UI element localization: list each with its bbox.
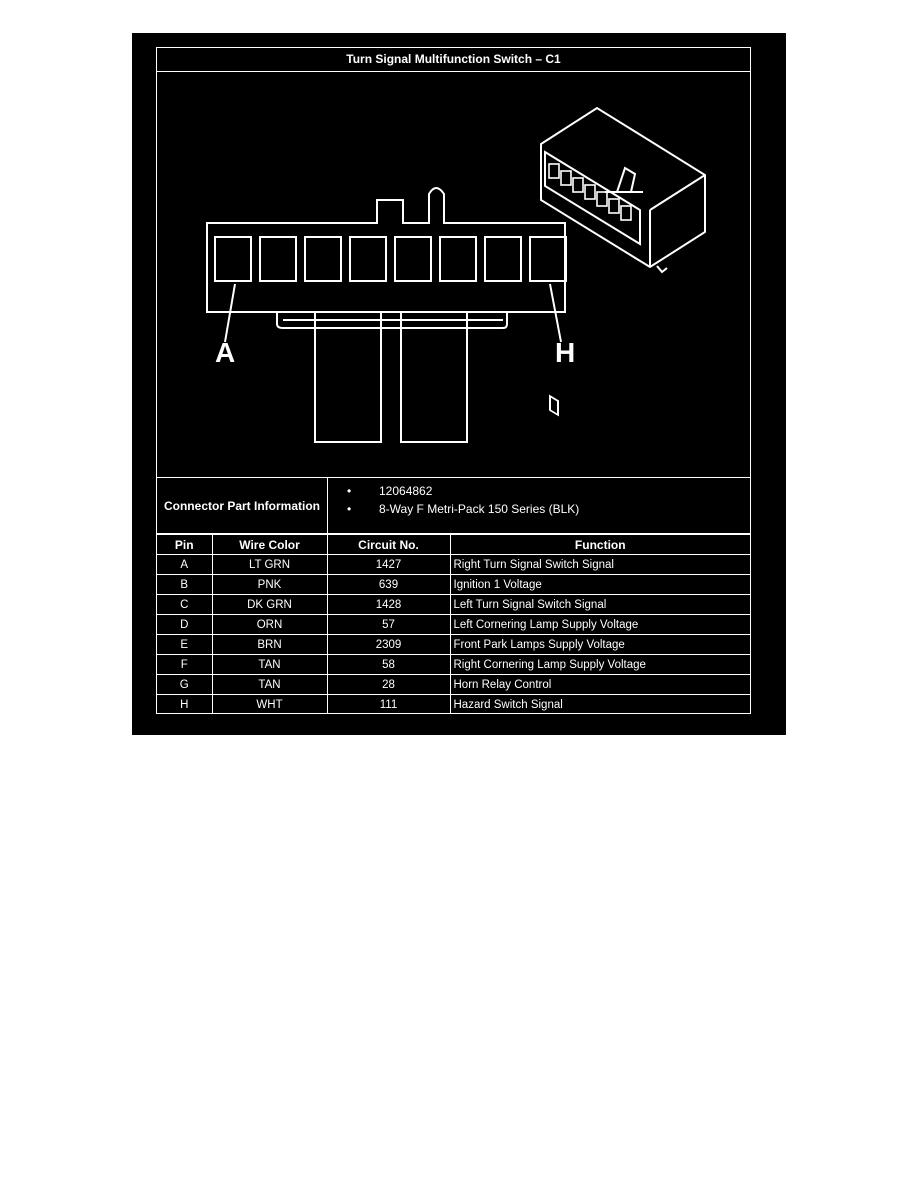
pin-cell: C [157, 594, 213, 615]
connector-3d-cavities [548, 163, 632, 221]
function-cell: Right Turn Signal Switch Signal [449, 554, 750, 575]
wire-color-cell: PNK [211, 574, 328, 595]
circuit-cell: 1427 [326, 554, 451, 575]
cavity-3d-7 [620, 205, 632, 221]
connector-drawing: A H [157, 72, 750, 478]
header-circuit-no: Circuit No. [326, 534, 451, 555]
cavity-pin-e [394, 236, 432, 282]
leader-line-h [549, 283, 562, 343]
circuit-cell: 57 [326, 614, 451, 635]
wire-color-cell: TAN [211, 654, 328, 675]
connector-3d-cavity [549, 394, 559, 417]
circuit-cell: 1428 [326, 594, 451, 615]
cavity-pin-b [259, 236, 297, 282]
connector-3d-top-edge [649, 174, 706, 211]
connector-latch-bar [276, 312, 508, 329]
terminal-leg-right [400, 311, 468, 443]
table-row: F TAN 58 Right Cornering Lamp Supply Vol… [157, 654, 750, 675]
cavity-pin-g [484, 236, 522, 282]
cavity-3d-1 [548, 163, 560, 179]
function-cell: Left Cornering Lamp Supply Voltage [449, 614, 750, 635]
pin-cell: B [157, 574, 213, 595]
pin-cell: E [157, 634, 213, 655]
wire-color-cell: BRN [211, 634, 328, 655]
connector-description-item: 8-Way F Metri-Pack 150 Series (BLK) [347, 500, 579, 518]
pin-cell: G [157, 674, 213, 695]
function-cell: Front Park Lamps Supply Voltage [449, 634, 750, 655]
table-row: E BRN 2309 Front Park Lamps Supply Volta… [157, 634, 750, 655]
part-number-item: 12064862 [347, 482, 579, 500]
table-row: H WHT 111 Hazard Switch Signal [157, 694, 750, 714]
circuit-cell: 111 [326, 694, 451, 714]
header-function: Function [449, 534, 750, 555]
header-wire-color: Wire Color [211, 534, 328, 555]
circuit-cell: 58 [326, 654, 451, 675]
circuit-cell: 28 [326, 674, 451, 695]
cavity-pin-d [349, 236, 387, 282]
connector-face-svg: A H [206, 106, 706, 443]
connector-3d-tab [656, 265, 668, 274]
connector-sheet: Turn Signal Multifunction Switch – C1 [156, 47, 751, 714]
connector-part-info: Connector Part Information 12064862 8-Wa… [157, 478, 750, 534]
table-row: D ORN 57 Left Cornering Lamp Supply Volt… [157, 614, 750, 635]
terminal-leg-left [314, 311, 382, 443]
table-row: G TAN 28 Horn Relay Control [157, 674, 750, 695]
wire-color-cell: DK GRN [211, 594, 328, 615]
function-cell: Ignition 1 Voltage [449, 574, 750, 595]
connector-body [206, 187, 566, 313]
cavity-3d-3 [572, 177, 584, 193]
pin-label-a: A [215, 337, 235, 368]
cavity-3d-2 [560, 170, 572, 186]
wire-color-cell: WHT [211, 694, 328, 714]
leader-line-a [224, 283, 236, 343]
cavity-pin-c [304, 236, 342, 282]
connector-part-info-list: 12064862 8-Way F Metri-Pack 150 Series (… [347, 482, 579, 518]
table-row: C DK GRN 1428 Left Turn Signal Switch Si… [157, 594, 750, 615]
function-cell: Left Turn Signal Switch Signal [449, 594, 750, 615]
wire-color-cell: ORN [211, 614, 328, 635]
cavity-pin-a [214, 236, 252, 282]
cavity-3d-5 [596, 191, 608, 207]
circuit-cell: 2309 [326, 634, 451, 655]
circuit-cell: 639 [326, 574, 451, 595]
cavity-3d-6 [608, 198, 620, 214]
connector-3d-face [544, 150, 641, 246]
pin-cell: F [157, 654, 213, 675]
wire-color-cell: LT GRN [211, 554, 328, 575]
wire-color-cell: TAN [211, 674, 328, 695]
pin-cell: H [157, 694, 213, 714]
table-row: A LT GRN 1427 Right Turn Signal Switch S… [157, 554, 750, 575]
cavity-pin-f [439, 236, 477, 282]
pin-label-h: H [555, 337, 575, 368]
function-cell: Right Cornering Lamp Supply Voltage [449, 654, 750, 675]
connector-3d-body [540, 106, 706, 269]
pin-cell: A [157, 554, 213, 575]
table-row: B PNK 639 Ignition 1 Voltage [157, 574, 750, 595]
cavity-pin-h [529, 236, 567, 282]
pin-cell: D [157, 614, 213, 635]
pinout-table: Pin Wire Color Circuit No. Function A LT… [157, 534, 750, 714]
connector-3d-latch [616, 166, 637, 193]
header-pin: Pin [157, 534, 213, 555]
sheet-title: Turn Signal Multifunction Switch – C1 [157, 48, 750, 72]
connector-part-info-label: Connector Part Information [157, 478, 328, 533]
function-cell: Horn Relay Control [449, 674, 750, 695]
cavity-3d-4 [584, 184, 596, 200]
function-cell: Hazard Switch Signal [449, 694, 750, 714]
pinout-header-row: Pin Wire Color Circuit No. Function [157, 534, 750, 555]
